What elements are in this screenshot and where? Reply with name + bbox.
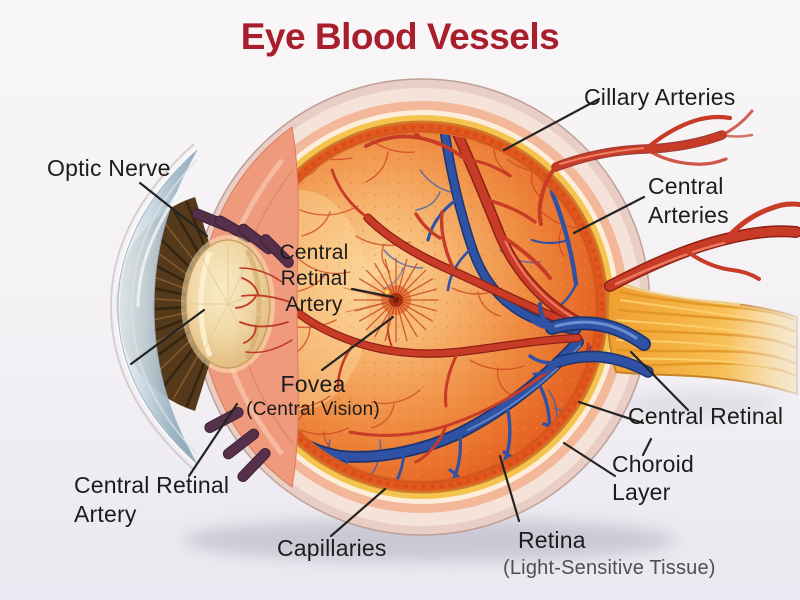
label-fovea: Fovea (Central Vision): [226, 370, 400, 421]
label-line: Artery: [74, 501, 137, 527]
label-capillaries: Capillaries: [277, 535, 387, 561]
lens-fibers: [190, 246, 267, 353]
label-line: Layer: [612, 479, 671, 505]
anterior-segment: [109, 126, 299, 488]
label-line: Fovea: [280, 371, 346, 397]
cornea: [109, 143, 199, 471]
label-line: Retinal: [280, 267, 348, 290]
label-line: Choroid: [612, 451, 694, 477]
label-line: Arteries: [648, 202, 729, 228]
label-line: Central: [648, 173, 724, 199]
label-central-retinal: Central Retinal: [628, 403, 784, 429]
ciliary-arteries-vessel: [537, 109, 754, 226]
leader-line-fovea: [320, 315, 395, 372]
leader-line-central-arteries: [572, 195, 646, 235]
lens-vessels: [235, 267, 293, 354]
leader-line-choroid: [562, 441, 617, 478]
label-retina-subtitle: (Light-Sensitive Tissue): [503, 557, 716, 579]
leader-line-lens: [129, 308, 206, 366]
label-central-retinal-artery-center: Central Retinal Artery: [240, 240, 388, 318]
central-artery-vessel: [604, 201, 800, 292]
label-line: Central: [279, 241, 349, 264]
fovea-starburst: [343, 257, 439, 343]
label-line: Central Retinal: [74, 472, 230, 498]
label-ciliary-arteries: Cillary Arteries: [584, 84, 736, 110]
label-central-arteries: Central Arteries: [648, 172, 729, 230]
nerve-shadow: [620, 393, 780, 417]
leader-lines: [129, 97, 690, 538]
leader-line-retina: [498, 454, 521, 523]
leader-line-capillaries: [329, 487, 387, 538]
optic-nerve-bundle: [606, 278, 798, 396]
choroid-texture: [240, 125, 604, 489]
leader-line-central-retinal-artery-left: [187, 402, 239, 478]
label-line: Artery: [285, 293, 343, 316]
label-choroid-layer: Choroid Layer: [612, 450, 694, 506]
label-line: (Central Vision): [246, 399, 380, 421]
label-retina: Retina: [518, 527, 586, 553]
optic-nerve-fibers-light: [615, 299, 797, 371]
leader-line-optic-nerve: [138, 181, 209, 238]
leader-line-central-retinal-b: [577, 400, 645, 425]
leader-line-choroid-tick: [641, 437, 653, 457]
leader-line-central-retinal-artery-center: [350, 287, 395, 299]
leader-line-ciliary-arteries: [502, 97, 601, 152]
central-retinal-vein: [526, 302, 654, 378]
ciliary-muscle-slots: [191, 208, 294, 483]
eye-shadow: [182, 518, 678, 562]
label-optic-nerve: Optic Nerve: [47, 155, 171, 181]
label-central-retinal-artery-left: Central Retinal Artery: [74, 471, 229, 529]
optic-nerve-fibers: [615, 290, 797, 378]
page-title: Eye Blood Vessels: [240, 16, 560, 57]
leader-line-central-retinal-a: [629, 350, 690, 412]
